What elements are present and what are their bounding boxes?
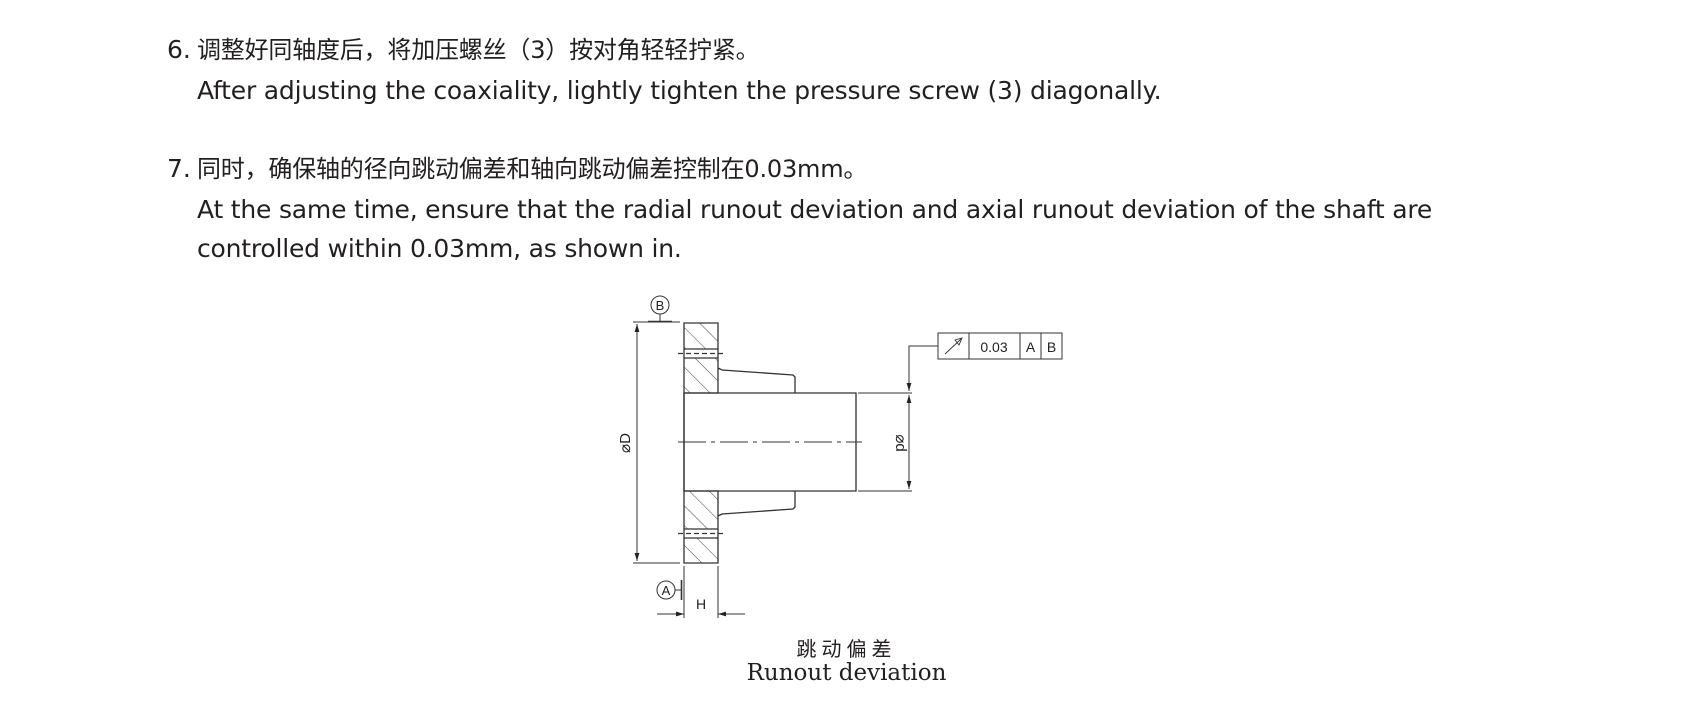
step-text-en-line-2: controlled within 0.03mm, as shown in. <box>197 234 682 263</box>
step-number: 7. <box>167 154 191 183</box>
hub-upper <box>717 367 796 393</box>
step-text-en: After adjusting the coaxiality, lightly … <box>197 76 1162 105</box>
dim-shaft-diameter-label: ⌀d <box>892 434 909 451</box>
datum-b-symbol <box>648 295 672 323</box>
caption-zh: 跳动偏差 <box>796 637 897 661</box>
datum-a-symbol <box>656 580 683 600</box>
step-number: 6. <box>167 35 191 64</box>
dim-thickness-label: H <box>696 596 706 612</box>
dim-outer-diameter-label: ⌀D <box>617 433 634 453</box>
circular-runout-icon <box>944 337 963 355</box>
flange-lower-section <box>683 490 719 564</box>
hub-lower <box>717 491 796 517</box>
step-text-zh: 同时，确保轴的径向跳动偏差和轴向跳动偏差控制在0.03mm。 <box>197 155 868 183</box>
fcf-datum-1: A <box>1026 339 1036 355</box>
datum-b-label: B <box>656 298 665 313</box>
step-text-zh: 调整好同轴度后，将加压螺丝（3）按对角轻轻拧紧。 <box>197 36 760 64</box>
fcf-leader <box>906 345 938 391</box>
caption-en: Runout deviation <box>746 660 947 686</box>
feature-control-frame <box>937 332 1063 360</box>
bolt-hole-upper <box>678 348 724 359</box>
bolt-hole-lower <box>678 528 724 539</box>
step-text-en-line-1: At the same time, ensure that the radial… <box>197 195 1433 224</box>
fcf-datum-2: B <box>1047 339 1056 355</box>
fcf-tolerance: 0.03 <box>980 339 1007 355</box>
datum-a-label: A <box>662 583 671 598</box>
